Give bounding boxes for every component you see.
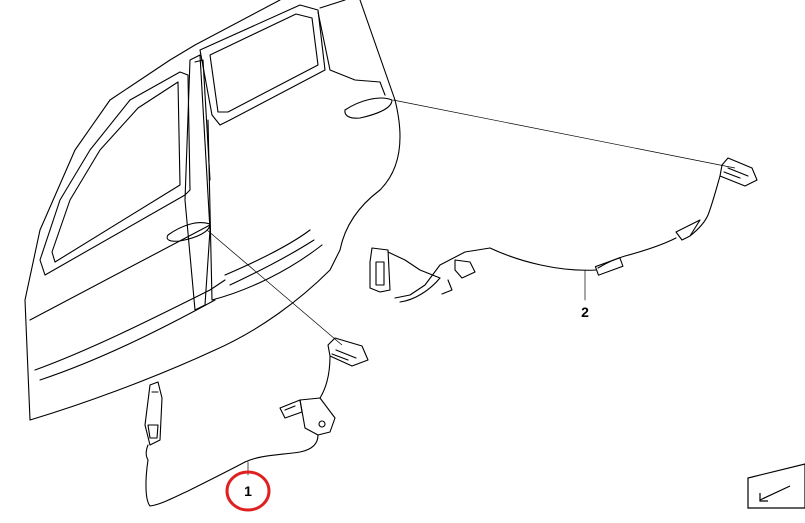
cable-assembly-1: [144, 337, 369, 507]
corner-arrow-icon: [747, 463, 805, 509]
leader-lines: [206, 99, 736, 346]
callout-2-label: 2: [581, 304, 589, 320]
callout-1[interactable]: 1: [225, 470, 271, 512]
callout-1-label: 1: [244, 483, 252, 499]
callout-1-highlight-ring: [225, 470, 271, 512]
door-outline: [24, 0, 401, 421]
callout-2[interactable]: 2: [581, 304, 589, 320]
cable-assembly-2: [369, 157, 758, 303]
